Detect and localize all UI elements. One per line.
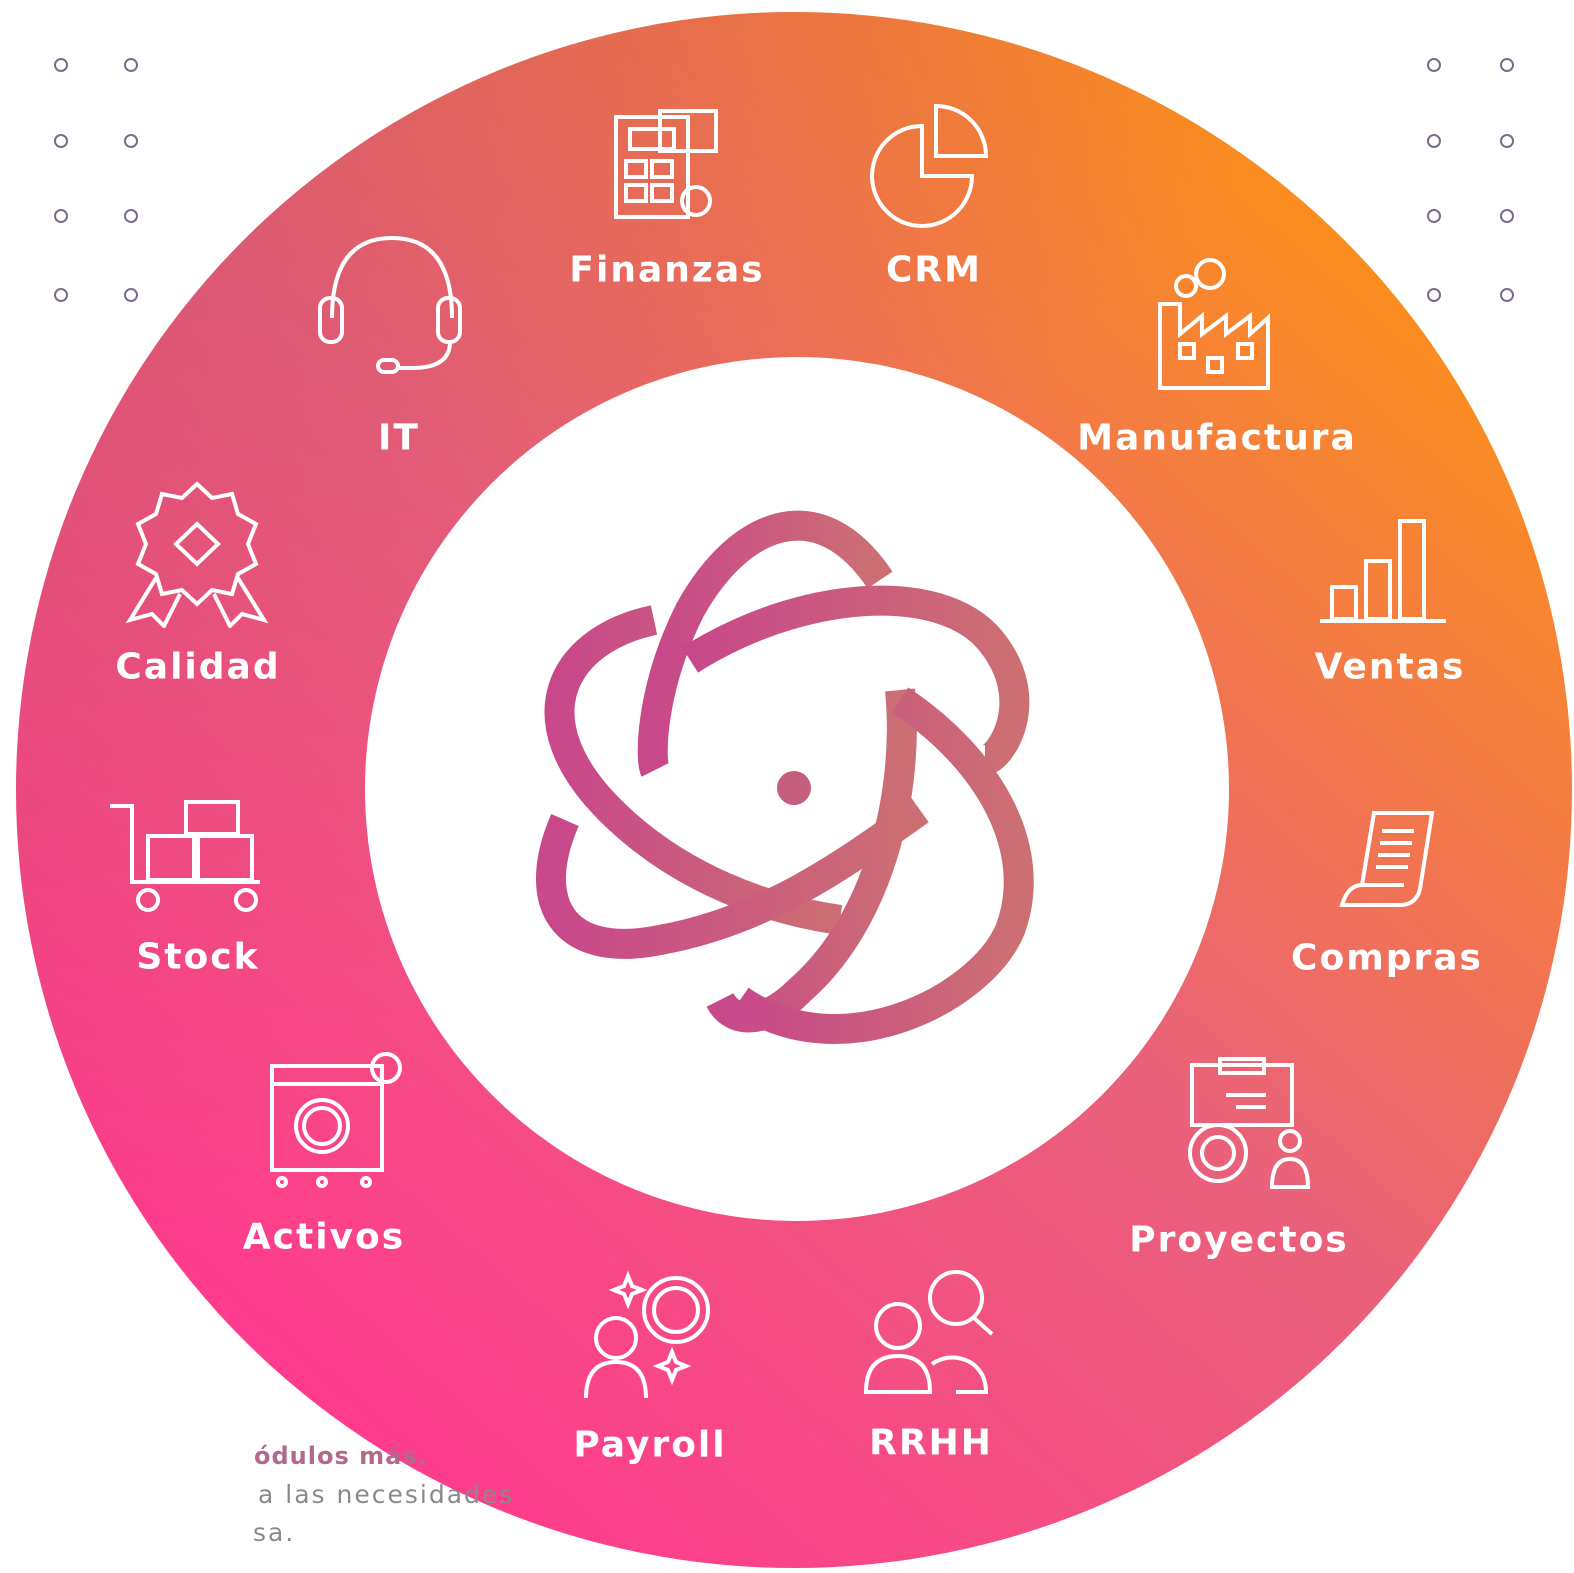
cart-boxes-icon <box>110 800 260 912</box>
module-label-crm: CRM <box>886 249 982 291</box>
atom-center-dot <box>777 771 811 805</box>
asset-board-icon <box>270 1052 402 1188</box>
headset-icon <box>318 235 462 374</box>
module-label-payroll: Payroll <box>573 1424 727 1466</box>
caption-title: ódulos más. <box>254 1442 428 1470</box>
module-label-rrhh: RRHH <box>869 1422 993 1464</box>
module-label-stock: Stock <box>136 936 260 978</box>
module-label-ventas: Ventas <box>1314 646 1466 688</box>
factory-icon <box>1158 258 1270 390</box>
quality-badge-icon <box>125 481 269 628</box>
module-label-manufactura: Manufactura <box>1077 417 1357 459</box>
caption-line-1: a las necesidades <box>258 1480 515 1509</box>
dot-grid-left <box>54 58 138 302</box>
bar-chart-icon <box>1320 519 1446 623</box>
module-label-it: IT <box>378 417 420 459</box>
receipt-icon <box>1339 811 1435 907</box>
module-label-activos: Activos <box>242 1216 406 1258</box>
project-gear-icon <box>1188 1057 1311 1189</box>
module-label-finanzas: Finanzas <box>569 249 765 291</box>
dot-grid-right <box>1427 58 1514 302</box>
atom-logo-icon <box>536 510 1034 1044</box>
person-money-icon <box>584 1270 710 1399</box>
module-label-calidad: Calidad <box>115 646 281 688</box>
caption-line-2: sa. <box>253 1518 296 1547</box>
module-label-proyectos: Proyectos <box>1129 1219 1349 1261</box>
people-search-icon <box>863 1270 994 1394</box>
module-label-compras: Compras <box>1291 937 1483 979</box>
calculator-icon <box>614 109 718 219</box>
pie-chart-icon <box>870 103 989 228</box>
